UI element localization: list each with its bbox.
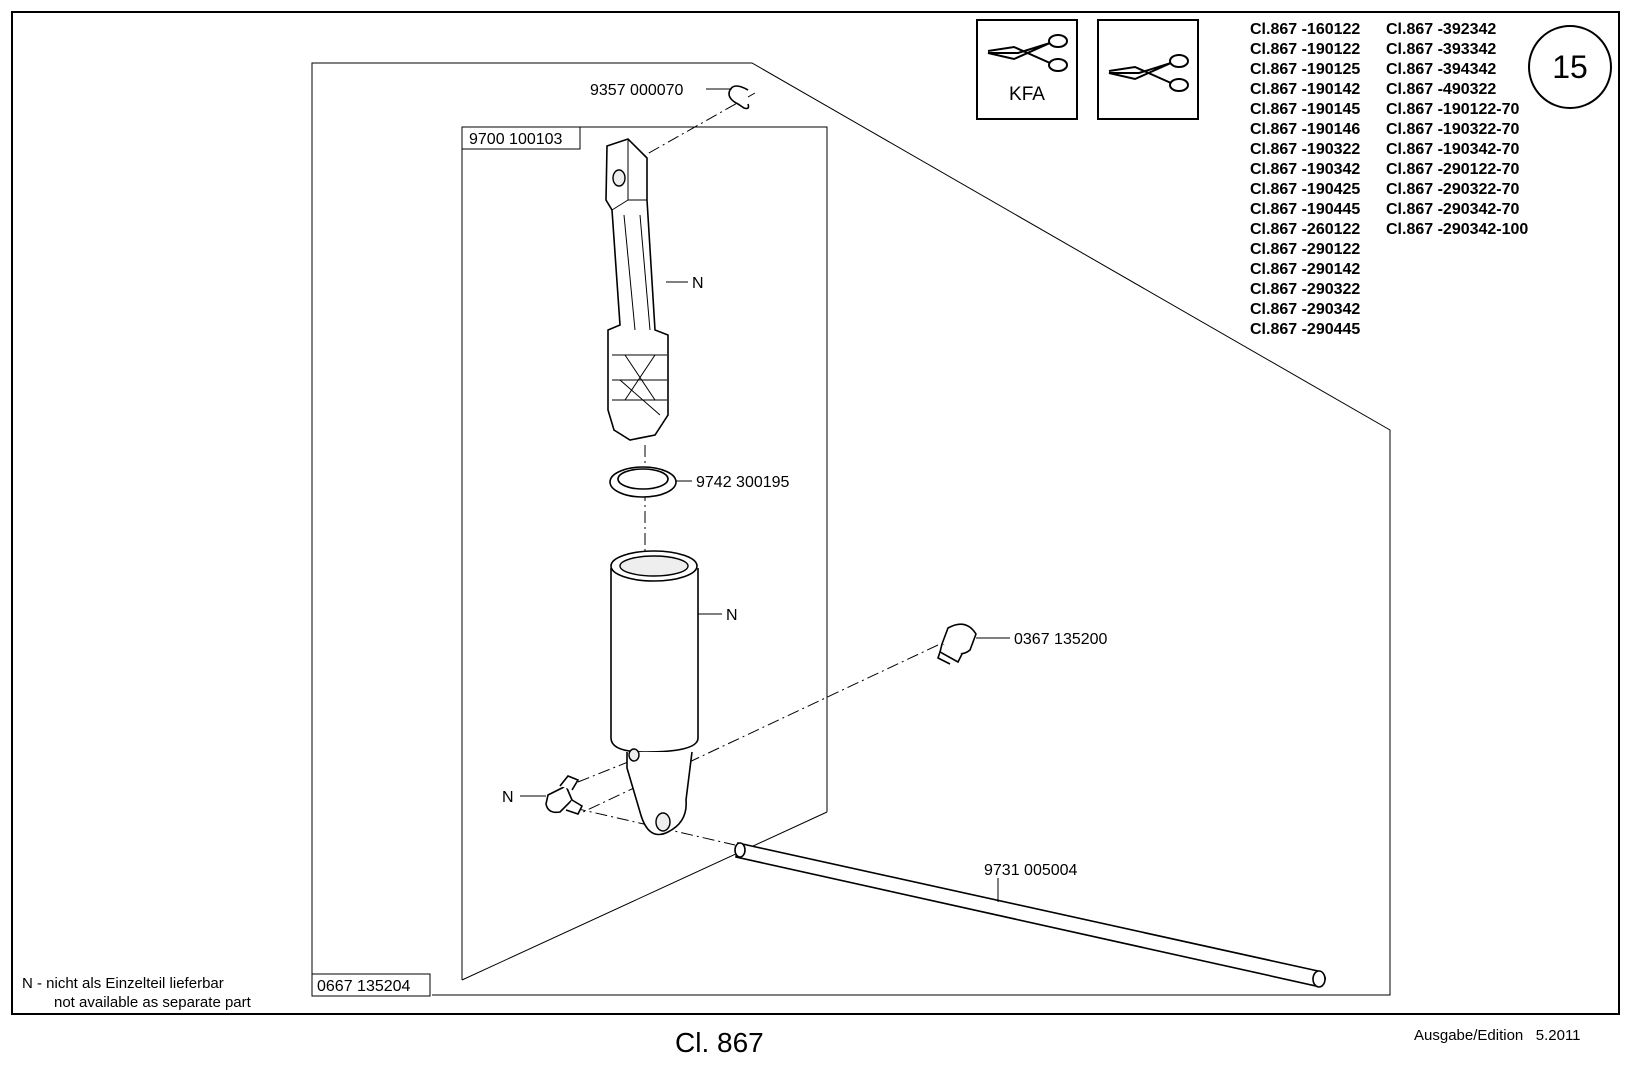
legend: N - nicht als Einzelteil lieferbar not a… bbox=[22, 974, 251, 1012]
model-item: Cl.867 -393342 bbox=[1386, 41, 1497, 58]
model-item: Cl.867 -290142 bbox=[1250, 261, 1361, 278]
model-item: Cl.867 -190322-70 bbox=[1386, 121, 1520, 138]
footer-model: Cl. 867 bbox=[675, 1027, 764, 1058]
model-item: Cl.867 -190122-70 bbox=[1386, 101, 1520, 118]
model-item: Cl.867 -290342 bbox=[1250, 301, 1361, 318]
model-item: Cl.867 -392342 bbox=[1386, 21, 1497, 38]
model-item: Cl.867 -290322-70 bbox=[1386, 181, 1520, 198]
retaining-clip bbox=[728, 85, 750, 110]
part-number-screw: 0367 135200 bbox=[1014, 631, 1108, 648]
model-item: Cl.867 -190142 bbox=[1250, 81, 1361, 98]
part-number-cylinder-assembly: 0667 135204 bbox=[317, 978, 411, 995]
cylinder-body bbox=[610, 550, 699, 836]
part-number-tube: 9731 005004 bbox=[984, 862, 1078, 879]
footer-edition: Ausgabe/Edition 5.2011 bbox=[1414, 1027, 1581, 1044]
tube bbox=[734, 842, 1326, 988]
model-item: Cl.867 -190322 bbox=[1250, 141, 1361, 158]
model-item: Cl.867 -190342-70 bbox=[1386, 141, 1520, 158]
label-piston-n: N bbox=[692, 275, 704, 292]
label-box-cylinder-assembly: 0667 135204 bbox=[311, 973, 431, 997]
model-item: Cl.867 -190425 bbox=[1250, 181, 1361, 198]
model-item: Cl.867 -160122 bbox=[1250, 21, 1361, 38]
model-item: Cl.867 -190145 bbox=[1250, 101, 1361, 118]
elbow-fitting bbox=[545, 775, 584, 815]
model-item: Cl.867 -394342 bbox=[1386, 61, 1497, 78]
model-item: Cl.867 -490322 bbox=[1386, 81, 1497, 98]
model-item: Cl.867 -190146 bbox=[1250, 121, 1361, 138]
model-item: Cl.867 -190125 bbox=[1250, 61, 1361, 78]
cut-symbol-box bbox=[1097, 19, 1199, 120]
label-box-piston-assembly: 9700 100103 bbox=[461, 126, 581, 150]
model-item: Cl.867 -190445 bbox=[1250, 201, 1361, 218]
assembly-outline bbox=[311, 62, 1391, 996]
model-item: Cl.867 -290122-70 bbox=[1386, 161, 1520, 178]
model-item: Cl.867 -290342-70 bbox=[1386, 201, 1520, 218]
legend-line-de: N - nicht als Einzelteil lieferbar bbox=[22, 975, 224, 992]
label-cylinder-n: N bbox=[726, 607, 738, 624]
shoulder-screw bbox=[937, 623, 977, 665]
seal-ring bbox=[609, 466, 677, 498]
part-number-seal-ring: 9742 300195 bbox=[696, 474, 790, 491]
model-item: Cl.867 -190122 bbox=[1250, 41, 1361, 58]
kfa-symbol-box: KFA bbox=[976, 19, 1078, 120]
part-number-piston-assembly: 9700 100103 bbox=[469, 131, 563, 148]
page-number: 15 bbox=[1528, 25, 1612, 109]
kfa-label: KFA bbox=[1009, 84, 1045, 105]
scissors-icon bbox=[987, 34, 1068, 72]
model-item: Cl.867 -290322 bbox=[1250, 281, 1361, 298]
part-number-clip: 9357 000070 bbox=[590, 82, 684, 99]
piston-rod bbox=[605, 138, 669, 441]
model-item: Cl.867 -290445 bbox=[1250, 321, 1361, 338]
legend-line-en: not available as separate part bbox=[54, 994, 251, 1011]
model-item: Cl.867 -260122 bbox=[1250, 221, 1361, 238]
model-item: Cl.867 -290342-100 bbox=[1386, 221, 1529, 238]
model-item: Cl.867 -190342 bbox=[1250, 161, 1361, 178]
model-item: Cl.867 -290122 bbox=[1250, 241, 1361, 258]
drawing-frame bbox=[11, 11, 1620, 1015]
label-elbow-n: N bbox=[502, 789, 514, 806]
scissors-icon bbox=[1108, 54, 1189, 92]
